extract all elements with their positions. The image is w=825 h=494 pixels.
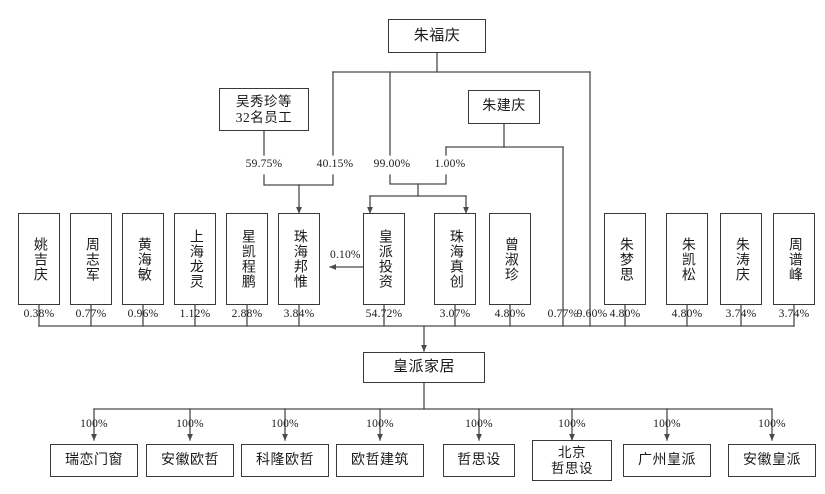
node-shareholder-6[interactable]: 皇派投资 — [363, 213, 405, 305]
node-label: 朱凯松 — [679, 236, 695, 282]
node-shareholder-9[interactable]: 朱梦思 — [604, 213, 646, 305]
node-shareholder-0[interactable]: 姚吉庆 — [18, 213, 60, 305]
pct-shareholder-2: 0.96% — [127, 308, 159, 320]
node-label: 珠海真创 — [447, 229, 463, 289]
node-label: 朱福庆 — [413, 27, 461, 44]
node-subsidiary-7[interactable]: 安徽皇派 — [728, 444, 816, 477]
node-label: 欧哲建筑 — [351, 452, 409, 468]
node-shareholder-1[interactable]: 周志军 — [70, 213, 112, 305]
node-subsidiary-5[interactable]: 北京 哲思设 — [532, 440, 612, 481]
node-label-line1: 北京 — [558, 445, 586, 461]
node-label: 曾淑珍 — [502, 236, 518, 282]
pct-shareholder-1: 0.77% — [75, 308, 107, 320]
node-top-person[interactable]: 朱福庆 — [388, 19, 486, 53]
node-label: 朱涛庆 — [733, 236, 749, 282]
node-label: 朱梦思 — [617, 236, 633, 282]
pct-5975: 59.75% — [245, 158, 283, 170]
node-shareholder-12[interactable]: 周谱峰 — [773, 213, 815, 305]
pct-shareholder-5: 3.84% — [283, 308, 315, 320]
node-main-company[interactable]: 皇派家居 — [363, 352, 485, 383]
pct-cross-holding-010: 0.10% — [330, 249, 361, 261]
pct-direct-077: 0.77% — [547, 308, 579, 320]
node-label: 周谱峰 — [786, 236, 802, 282]
node-shareholder-8[interactable]: 曾淑珍 — [489, 213, 531, 305]
node-label: 安徽皇派 — [743, 452, 801, 468]
node-label-line1: 吴秀珍等 — [236, 94, 292, 110]
node-label: 科隆欧哲 — [256, 452, 314, 468]
node-label: 姚吉庆 — [31, 236, 47, 282]
pct-subsidiary-4: 100% — [465, 418, 493, 430]
pct-9900: 99.00% — [373, 158, 411, 170]
pct-0100: 1.00% — [434, 158, 466, 170]
node-shareholder-4[interactable]: 星凯程鹏 — [226, 213, 268, 305]
node-subsidiary-3[interactable]: 欧哲建筑 — [336, 444, 424, 477]
node-shareholder-3[interactable]: 上海龙灵 — [174, 213, 216, 305]
pct-shareholder-3: 1.12% — [179, 308, 211, 320]
pct-shareholder-6: 54.72% — [365, 308, 403, 320]
node-label-line2: 32名员工 — [235, 109, 293, 125]
pct-shareholder-7: 3.07% — [439, 308, 471, 320]
node-subsidiary-1[interactable]: 安徽欧哲 — [146, 444, 234, 477]
pct-shareholder-9: 4.80% — [609, 308, 641, 320]
pct-direct-960: 9.60% — [576, 308, 608, 320]
node-subsidiary-4[interactable]: 哲思设 — [443, 444, 515, 477]
pct-shareholder-12: 3.74% — [778, 308, 810, 320]
node-label: 上海龙灵 — [187, 229, 203, 289]
node-label: 安徽欧哲 — [161, 452, 219, 468]
node-shareholder-10[interactable]: 朱凯松 — [666, 213, 708, 305]
node-label: 星凯程鹏 — [239, 229, 255, 289]
node-label: 广州皇派 — [638, 452, 696, 468]
node-shareholder-7[interactable]: 珠海真创 — [434, 213, 476, 305]
node-label: 黄海敏 — [135, 236, 151, 282]
node-shareholder-2[interactable]: 黄海敏 — [122, 213, 164, 305]
node-label: 瑞恋门窗 — [65, 452, 123, 468]
pct-subsidiary-5: 100% — [558, 418, 586, 430]
pct-subsidiary-7: 100% — [758, 418, 786, 430]
pct-4015: 40.15% — [316, 158, 354, 170]
node-label: 哲思设 — [457, 452, 501, 468]
node-subsidiary-6[interactable]: 广州皇派 — [623, 444, 711, 477]
pct-subsidiary-1: 100% — [176, 418, 204, 430]
pct-shareholder-4: 2.88% — [231, 308, 263, 320]
pct-subsidiary-3: 100% — [366, 418, 394, 430]
node-label: 珠海邦惟 — [291, 229, 307, 289]
node-label: 皇派家居 — [392, 359, 455, 376]
node-shareholder-11[interactable]: 朱涛庆 — [720, 213, 762, 305]
node-label: 周志军 — [83, 236, 99, 282]
pct-shareholder-0: 0.38% — [23, 308, 55, 320]
pct-subsidiary-2: 100% — [271, 418, 299, 430]
node-subsidiary-2[interactable]: 科隆欧哲 — [241, 444, 329, 477]
node-zhujianqing[interactable]: 朱建庆 — [468, 90, 540, 124]
node-subsidiary-0[interactable]: 瑞恋门窗 — [50, 444, 138, 477]
node-label-line2: 哲思设 — [551, 460, 593, 476]
node-label: 皇派投资 — [376, 229, 392, 289]
pct-shareholder-8: 4.80% — [494, 308, 526, 320]
pct-subsidiary-6: 100% — [653, 418, 681, 430]
pct-shareholder-10: 4.80% — [671, 308, 703, 320]
node-employee-group[interactable]: 吴秀珍等 32名员工 — [219, 88, 309, 131]
node-label: 朱建庆 — [482, 99, 526, 115]
node-shareholder-5[interactable]: 珠海邦惟 — [278, 213, 320, 305]
pct-shareholder-11: 3.74% — [725, 308, 757, 320]
pct-subsidiary-0: 100% — [80, 418, 108, 430]
